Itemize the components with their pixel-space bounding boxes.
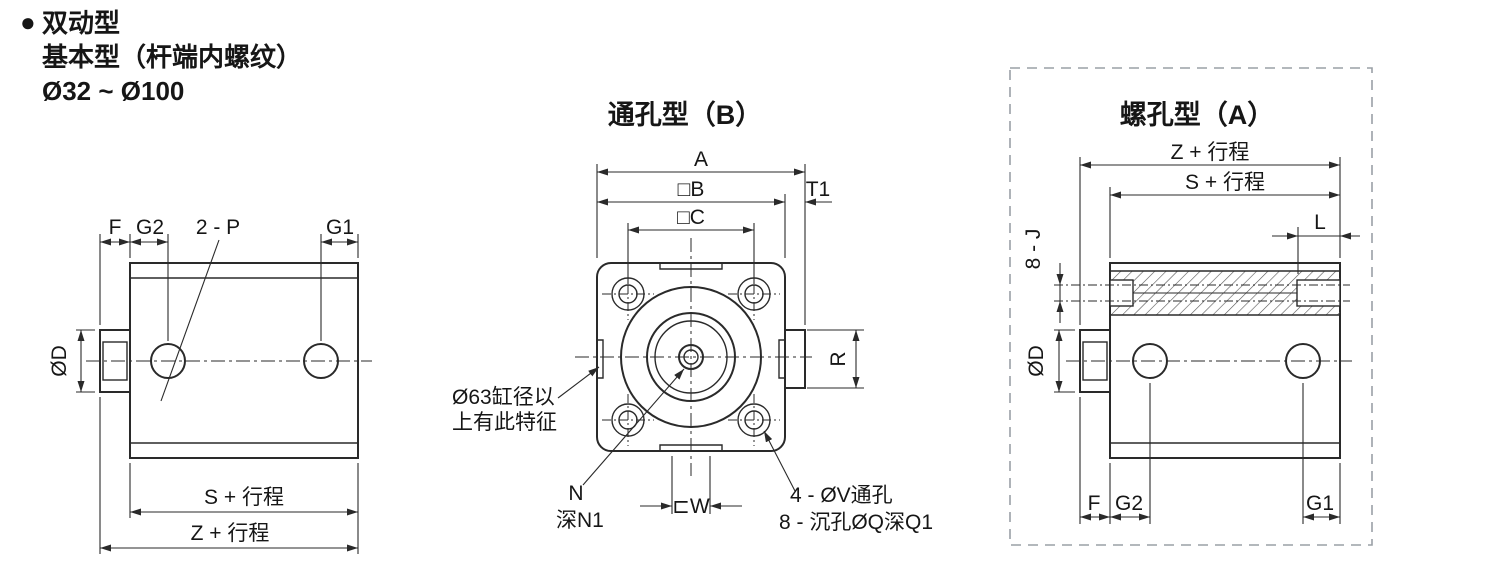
dim-label-s-stroke: S + 行程 [204, 486, 284, 509]
dim-label-2p: 2 - P [196, 216, 240, 239]
leader-2p [160, 239, 220, 402]
leader-n [582, 368, 685, 486]
through-view: 通孔型（B） [452, 100, 933, 534]
header-block: ● 双动型 基本型（杆端内螺纹） Ø32 ~ Ø100 [20, 7, 302, 106]
holes-label-line1: 4 - ØV通孔 [790, 484, 893, 507]
dim-label-b: □B [678, 178, 705, 201]
header-line1: 双动型 [42, 8, 120, 38]
side-view-body [99, 262, 359, 459]
right-groove [778, 339, 785, 379]
dim-label-z-stroke: Z + 行程 [1171, 141, 1250, 164]
through-view-centerlines [575, 238, 812, 476]
side-view: F G2 2 - P G1 ØD S + 行程 Z + 行程 [48, 216, 372, 554]
dim-label-w: ⊏W [672, 495, 710, 518]
dim-label-g1: G1 [1306, 492, 1334, 515]
dim-label-g1: G1 [326, 216, 354, 239]
dim-label-s-stroke: S + 行程 [1185, 171, 1265, 194]
header-line3: Ø32 ~ Ø100 [42, 76, 184, 106]
dim-label-z-stroke: Z + 行程 [191, 522, 270, 545]
dim-label-a: A [694, 148, 708, 171]
threaded-view-body [1079, 262, 1341, 459]
port-left [150, 343, 186, 379]
left-groove [597, 339, 604, 379]
thread-hole-right [1296, 279, 1341, 307]
dim-label-g2: G2 [1115, 492, 1143, 515]
dim-label-g2: G2 [136, 216, 164, 239]
header-line2: 基本型（杆端内螺纹） [42, 42, 302, 72]
dim-label-f: F [109, 216, 122, 239]
threaded-view-title: 螺孔型（A） [1120, 100, 1275, 130]
dim-label-od: ØD [48, 345, 71, 377]
threaded-view: 螺孔型（A） [1009, 67, 1373, 546]
dim-label-od: ØD [1025, 345, 1048, 377]
rod-end-hatch [102, 341, 128, 381]
dim-label-r: R [827, 351, 850, 366]
thread-hole-left [1109, 279, 1134, 307]
threaded-view-centerlines [1054, 284, 1352, 362]
dim-label-c: □C [677, 206, 705, 229]
note-line1: Ø63缸径以 [452, 386, 555, 409]
port-boss-tab [785, 329, 806, 389]
rod-end-hatch [1082, 341, 1108, 381]
leader-note [557, 366, 600, 399]
through-view-title: 通孔型（B） [608, 100, 763, 130]
dim-label-t1: T1 [806, 178, 831, 201]
leader-holes [763, 430, 796, 492]
threaded-view-dimension-lines [1054, 157, 1360, 524]
threaded-view-frame [1009, 67, 1373, 546]
header-bullet: ● [20, 7, 36, 37]
dim-label-l: L [1314, 211, 1326, 234]
note-line2: 上有此特征 [452, 411, 557, 434]
holes-label-line2: 8 - 沉孔ØQ深Q1 [779, 511, 933, 534]
dim-label-n1: 深N1 [556, 509, 604, 532]
through-view-dimension-lines [557, 164, 864, 514]
dim-label-n: N [568, 482, 583, 505]
dim-label-8j: 8 - J [1022, 229, 1045, 270]
side-view-dimension-lines [76, 234, 359, 554]
dim-label-f: F [1088, 492, 1101, 515]
